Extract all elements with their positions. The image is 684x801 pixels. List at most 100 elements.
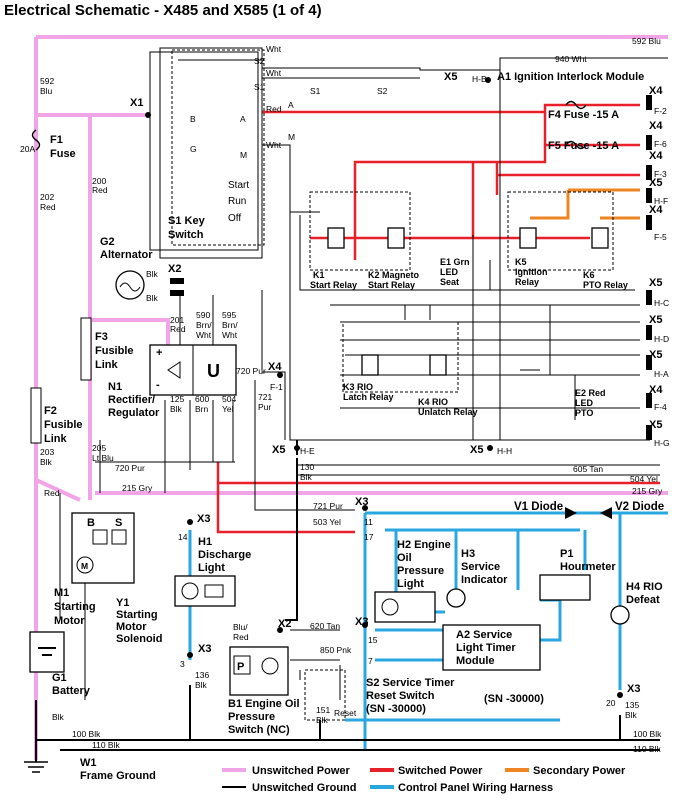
label-v1: V1 Diode [514,501,563,513]
wire-136: 136 [195,670,209,680]
service-timer-module-box [442,624,541,671]
wire-135: 135 [625,700,639,710]
label-n1: N1 [108,381,122,393]
ground-wires [35,440,660,762]
wire-215: 215 Gry [122,483,153,493]
label-f3-sub1: Fusible [95,345,134,357]
discharge-battery-symbol [204,584,224,598]
right-pin-2: F-6 [654,139,667,149]
label-x3e: X3 [627,683,640,695]
discharge-lamp-symbol [181,582,199,600]
right-pin-9: F-4 [654,402,667,412]
label-x1: X1 [130,97,143,109]
label-s1-start: Start [228,180,249,191]
wire-203: 203 [40,447,54,457]
label-k2: K2 Magneto [368,270,420,280]
wire-blk-3: Blk [52,712,65,722]
relay-box-k5-k6 [507,191,614,271]
reset-switch-box [304,669,346,721]
label-k1-sub: Start Relay [310,280,357,290]
wire-600: 600 [195,394,209,404]
label-y1: Y1 [116,597,129,609]
rio-defeat-lamp [610,605,630,625]
right-pin-6: H-C [654,298,669,308]
wire-100: 100 Blk [72,729,101,739]
label-f3-sub2: Link [95,359,118,371]
label-regulator-u: U [207,361,220,381]
pin-20: 20 [606,698,616,708]
label-f2-sub1: Fusible [44,419,83,431]
wire-590: 590 [196,310,210,320]
label-he: H-E [300,446,315,456]
label-y1-sub3: Solenoid [116,633,162,645]
label-e1: E1 Grn [440,257,470,267]
wire-201: 201 [170,315,184,325]
label-y1-sub1: Starting [116,609,158,621]
legend-unswitched-ground: Unswitched Ground [252,782,357,794]
label-motor-m: M [81,561,88,571]
wire-125-b: Blk [170,404,183,414]
label-h1-sub1: Discharge [198,549,251,561]
label-m1-sub2: Motor [54,615,85,627]
wire-202-b: Red [40,202,56,212]
wire-200: 200 [92,176,106,186]
right-pin-5: F-5 [654,232,667,242]
frame-ground-symbol [24,761,48,773]
wire-595-b: Brn/ [222,320,238,330]
pin-15: 15 [368,635,378,645]
switch-terminal-labels: S2 S1 B A G M S1 S2 A M [190,56,388,160]
label-w1: W1 [80,757,97,769]
label-s1-run: Run [228,196,246,207]
label-h4: H4 RIO [626,581,663,593]
legend-control-panel: Control Panel Wiring Harness [398,782,553,794]
label-e1-sub1: LED [440,267,459,277]
wire-205-b: Lt Blu [92,453,114,463]
label-h2-sub2: Pressure [397,565,444,577]
relay-enclosures [171,49,614,393]
label-a2-sn: (SN -30000) [484,693,544,705]
signal-wires [59,47,668,700]
terminal-s2-right: S2 [377,86,388,96]
label-h3-sub2: Indicator [461,574,508,586]
wire-592-left: 592 [40,76,54,86]
starter-motor-symbol [76,556,94,574]
legend: Unswitched Power Switched Power Secondar… [252,765,626,794]
wire-595-c: Wht [222,330,238,340]
wire-590-c: Wht [196,330,212,340]
label-h2-sub3: Light [397,578,424,590]
right-pin-10: H-G [654,438,670,448]
label-x5c: X5 [470,444,483,456]
wire-135-b: Blk [625,710,638,720]
oil-switch-p-box [233,655,251,675]
label-f4: F4 Fuse -15 A [548,109,619,121]
f2-fusible-link [30,387,42,444]
label-x2b: X2 [278,618,291,630]
k6-coil [591,227,609,249]
label-a2-sub2: Module [456,655,495,667]
terminal-s1-right: S1 [310,86,321,96]
label-k5: K5 [515,257,527,267]
switched-power-wires [216,103,660,534]
wire-720-b: 720 Pur [115,463,145,473]
label-b1-sub1: Pressure [228,711,275,723]
k1-coil [327,227,345,249]
wire-blu-red: Blu/ [233,622,248,632]
label-k4-sub: Unlatch Relay [418,407,478,417]
right-conn-6: X5 [649,277,662,289]
f4-fuse-symbol [565,100,587,110]
label-e1-sub2: Seat [440,277,459,287]
wire-605: 605 Tan [573,464,603,474]
diagram-title: Electrical Schematic - X485 and X585 (1 … [4,2,322,19]
wire-595: 595 [222,310,236,320]
label-x4a: X4 [268,361,282,373]
f3-fusible-link [80,317,92,381]
label-f2: F2 [44,405,57,417]
wire-100-r: 100 Blk [633,729,662,739]
label-x5b: X5 [272,444,285,456]
right-conn-5: X4 [649,204,663,216]
label-s1-sub: Switch [168,229,204,241]
label-k5-sub2: Relay [515,277,539,287]
label-x2a: X2 [168,263,181,275]
label-w1-sub: Frame Ground [80,770,156,782]
label-e2-sub1: LED [575,398,594,408]
